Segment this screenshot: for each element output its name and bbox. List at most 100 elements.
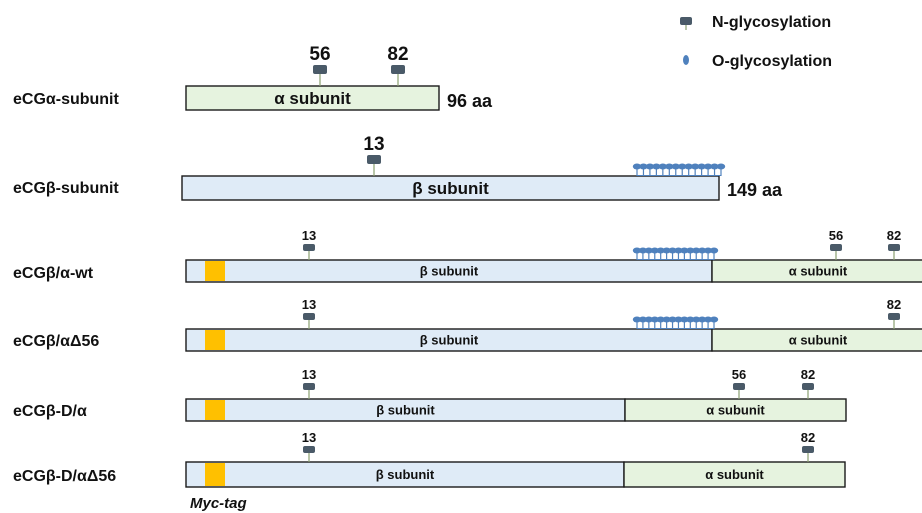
o-glyco-icon	[680, 247, 689, 254]
n-glycosylation-site: 82	[887, 297, 901, 329]
alpha-subunit-segment	[624, 398, 847, 422]
n-glycosylation-site: 13	[302, 430, 316, 462]
glycosylation-site-number: 56	[829, 228, 843, 243]
o-glyco-icon	[674, 316, 683, 323]
o-glyco-icon	[656, 316, 665, 323]
segment-label: α subunit	[274, 89, 351, 108]
construct-row	[185, 398, 847, 422]
alpha-subunit-segment	[185, 85, 440, 111]
o-glyco-icon	[671, 163, 680, 170]
o-glyco-icon	[674, 247, 683, 254]
n-glycosylation-site: 13	[363, 134, 385, 176]
segment-label: α subunit	[705, 467, 764, 482]
o-glyco-icon	[662, 316, 671, 323]
o-glyco-icon	[710, 163, 719, 170]
legend-n-glyco-icon	[680, 17, 692, 25]
construct-row	[185, 259, 922, 283]
o-glyco-icon	[686, 316, 695, 323]
o-glyco-icon	[652, 163, 661, 170]
o-glyco-icon	[639, 163, 648, 170]
segment-label: α subunit	[789, 333, 848, 348]
o-glyco-icon	[692, 247, 701, 254]
o-glycosylation-cluster	[632, 316, 719, 329]
glycosylation-site-number: 13	[302, 430, 316, 445]
construct-row	[181, 175, 720, 201]
myc-tag-label: Myc-tag	[190, 495, 247, 512]
glycosylation-site-number: 82	[801, 430, 815, 445]
o-glyco-icon	[709, 247, 719, 254]
myc-tag-marker	[205, 261, 225, 281]
n-glycosylation-site: 13	[302, 367, 316, 399]
o-glyco-icon	[684, 163, 693, 170]
alpha-subunit-segment	[711, 259, 922, 283]
o-glyco-icon	[680, 316, 689, 323]
legend-n-glyco-label: N-glycosylation	[712, 14, 831, 31]
glycosylation-site-number: 56	[732, 367, 746, 382]
n-glyco-icon	[888, 244, 900, 251]
o-glyco-icon	[632, 316, 642, 323]
o-glyco-icon	[690, 163, 700, 170]
o-glyco-icon	[632, 163, 642, 170]
o-glyco-icon	[668, 316, 677, 323]
o-glyco-icon	[650, 316, 659, 323]
o-glyco-icon	[638, 247, 648, 254]
segment-label: β subunit	[376, 403, 435, 418]
o-glyco-icon	[650, 247, 659, 254]
myc-tag-marker	[205, 400, 225, 420]
o-glyco-icon	[644, 316, 654, 323]
n-glyco-icon	[391, 65, 405, 74]
n-glyco-icon	[313, 65, 327, 74]
myc-tag-marker	[205, 330, 225, 350]
segment-label: β subunit	[376, 467, 435, 482]
n-glycosylation-site: 13	[302, 297, 316, 329]
glycosylation-site-number: 82	[887, 228, 901, 243]
o-glyco-icon	[709, 316, 719, 323]
n-glyco-icon	[367, 155, 381, 164]
alpha-subunit-segment	[711, 328, 922, 352]
legend-o-glyco-icon	[683, 55, 689, 65]
construct-name: eCGβ-subunit	[13, 180, 119, 197]
legend-o-glyco-label: O-glycosylation	[712, 53, 832, 70]
n-glycosylation-site: 82	[387, 44, 409, 86]
construct-name: eCGα-subunit	[13, 91, 120, 108]
glycosylation-site-number: 13	[302, 228, 316, 243]
n-glyco-icon	[830, 244, 842, 251]
construct-name: eCGβ/αΔ56	[13, 333, 99, 350]
construct-name: eCGβ-D/α	[13, 403, 87, 420]
n-glyco-icon	[303, 383, 315, 390]
glycosylation-site-number: 56	[309, 44, 330, 65]
n-glyco-icon	[733, 383, 745, 390]
segment-label: β subunit	[412, 179, 489, 198]
segment-label: β subunit	[420, 333, 479, 348]
o-glyco-icon	[716, 163, 726, 170]
n-glyco-icon	[303, 244, 315, 251]
glycosylation-site-number: 82	[387, 44, 408, 65]
segment-label: β subunit	[420, 264, 479, 279]
n-glycosylation-site: 82	[801, 367, 815, 399]
o-glyco-icon	[662, 247, 671, 254]
n-glyco-icon	[303, 446, 315, 453]
n-glycosylation-site: 82	[887, 228, 901, 260]
o-glyco-icon	[656, 247, 665, 254]
n-glyco-icon	[802, 383, 814, 390]
glycosylation-site-number: 82	[887, 297, 901, 312]
o-glyco-icon	[686, 247, 695, 254]
glycosylation-site-number: 13	[302, 367, 316, 382]
beta-subunit-segment	[181, 175, 720, 201]
myc-tag-marker	[205, 463, 225, 486]
construct-name: eCGβ-D/αΔ56	[13, 468, 116, 485]
o-glyco-icon	[697, 247, 707, 254]
o-glyco-icon	[645, 163, 655, 170]
o-glyco-icon	[638, 316, 648, 323]
n-glyco-icon	[802, 446, 814, 453]
n-glycosylation-site: 56	[732, 367, 746, 399]
o-glyco-icon	[703, 316, 713, 323]
o-glyco-icon	[692, 316, 701, 323]
n-glycosylation-site: 56	[309, 44, 331, 86]
construct-row	[185, 328, 922, 352]
segment-label: α subunit	[706, 403, 765, 418]
construct-row	[185, 461, 846, 488]
n-glycosylation-site: 13	[302, 228, 316, 260]
construct-row	[185, 85, 440, 111]
o-glyco-icon	[703, 163, 713, 170]
